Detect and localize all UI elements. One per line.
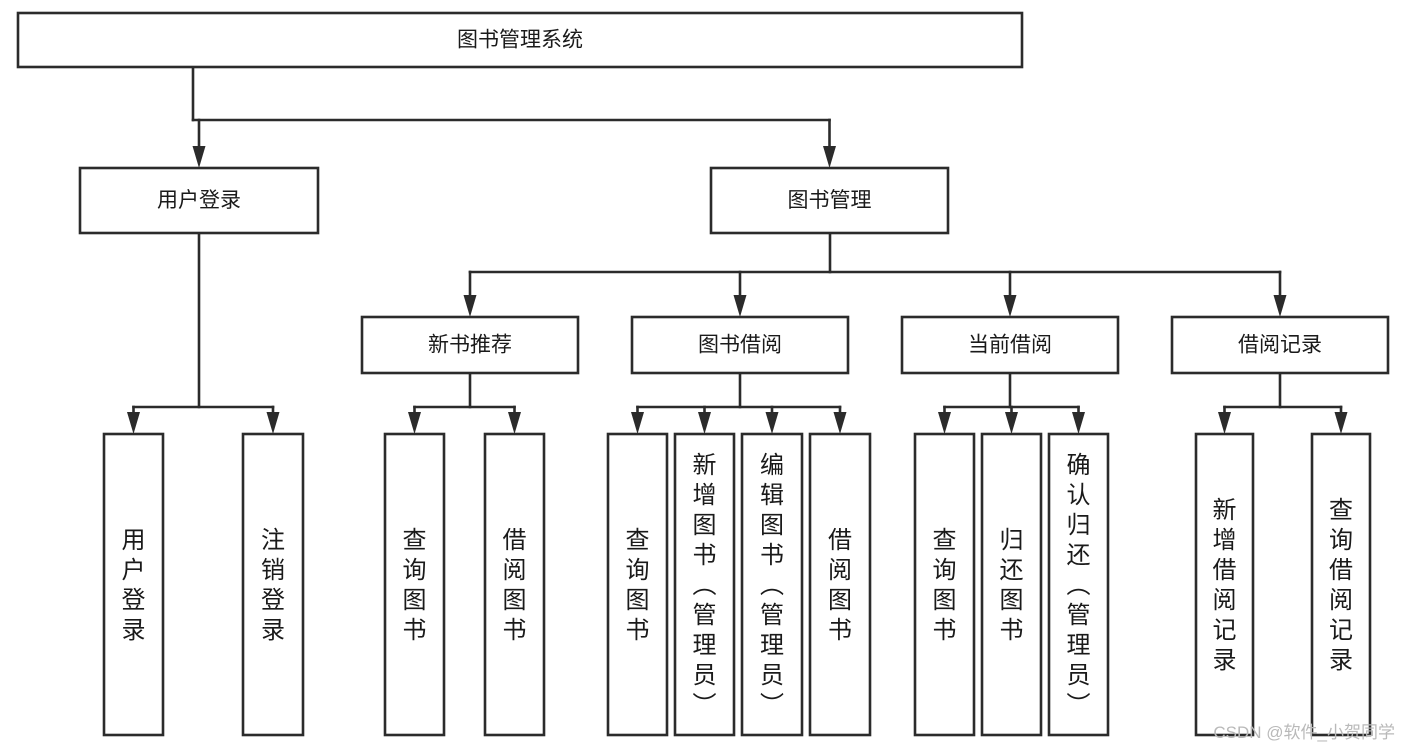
arrow-head-icon	[823, 146, 836, 168]
arrow-head-icon	[833, 412, 847, 434]
node-box[interactable]	[673, 432, 736, 737]
node-n-borrow-record[interactable]: 借阅记录	[1170, 315, 1390, 375]
node-box[interactable]	[1310, 432, 1372, 737]
node-box[interactable]	[483, 432, 546, 737]
node-label: 注销登录	[261, 527, 285, 644]
node-label: 新增图书︵管理员︶	[693, 452, 717, 719]
node-root[interactable]: 图书管理系统	[16, 11, 1024, 69]
node-label: 归还图书	[1000, 527, 1024, 644]
node-n-new-book-rec[interactable]: 新书推荐	[360, 315, 580, 375]
arrow-head-icon	[408, 412, 421, 434]
arrow-head-icon	[508, 412, 521, 434]
node-l-add-record[interactable]: 新增借阅记录	[1194, 432, 1255, 737]
node-label: 当前借阅	[968, 334, 1052, 357]
node-n-book-mgmt[interactable]: 图书管理	[709, 166, 950, 235]
arrow-head-icon	[1005, 412, 1018, 434]
node-l-add-book[interactable]: 新增图书︵管理员︶	[673, 432, 736, 737]
node-box[interactable]	[740, 432, 804, 737]
node-box[interactable]	[709, 166, 950, 235]
node-box[interactable]	[16, 11, 1024, 69]
node-label: 确认归还︵管理员︶	[1067, 452, 1091, 719]
node-l-edit-book[interactable]: 编辑图书︵管理员︶	[740, 432, 804, 737]
node-box[interactable]	[241, 432, 305, 737]
arrow-head-icon	[463, 295, 477, 317]
node-box[interactable]	[1170, 315, 1390, 375]
node-label: 查询图书	[933, 527, 957, 644]
arrow-head-icon	[1334, 412, 1348, 434]
node-l-query-book-2[interactable]: 查询图书	[606, 432, 669, 737]
node-l-confirm-return[interactable]: 确认归还︵管理员︶	[1047, 432, 1110, 737]
node-box[interactable]	[383, 432, 446, 737]
arrow-head-icon	[266, 412, 280, 434]
node-box[interactable]	[1047, 432, 1110, 737]
arrow-head-icon	[1003, 295, 1017, 317]
node-layer: 图书管理系统用户登录图书管理新书推荐图书借阅当前借阅借阅记录用户登录注销登录查询…	[16, 11, 1390, 737]
node-box[interactable]	[630, 315, 850, 375]
node-label: 图书管理	[788, 189, 872, 212]
node-box[interactable]	[980, 432, 1043, 737]
node-label: 编辑图书︵管理员︶	[760, 452, 784, 719]
arrow-head-icon	[938, 412, 951, 434]
node-l-borrow-book-2[interactable]: 借阅图书	[808, 432, 872, 737]
arrow-head-icon	[192, 146, 206, 168]
node-label: 用户登录	[157, 189, 241, 212]
watermark-text: CSDN @软件_小贺同学	[1213, 723, 1395, 742]
arrow-head-icon	[631, 412, 644, 434]
arrow-head-icon	[765, 412, 779, 434]
node-l-borrow-book-1[interactable]: 借阅图书	[483, 432, 546, 737]
node-n-book-borrow[interactable]: 图书借阅	[630, 315, 850, 375]
node-box[interactable]	[1194, 432, 1255, 737]
node-l-query-record[interactable]: 查询借阅记录	[1310, 432, 1372, 737]
node-label: 新增借阅记录	[1213, 497, 1237, 674]
node-box[interactable]	[913, 432, 976, 737]
node-box[interactable]	[606, 432, 669, 737]
node-label: 借阅图书	[828, 527, 852, 644]
arrow-head-icon	[1072, 412, 1085, 434]
node-l-user-login[interactable]: 用户登录	[102, 432, 165, 737]
node-label: 用户登录	[122, 527, 146, 644]
node-box[interactable]	[102, 432, 165, 737]
node-l-query-book-3[interactable]: 查询图书	[913, 432, 976, 737]
node-label: 借阅记录	[1238, 334, 1322, 357]
arrow-head-icon	[127, 412, 140, 434]
node-l-return-book[interactable]: 归还图书	[980, 432, 1043, 737]
node-label: 图书管理系统	[457, 29, 583, 52]
connector-layer	[127, 65, 1348, 434]
node-box[interactable]	[808, 432, 872, 737]
node-box[interactable]	[900, 315, 1120, 375]
node-n-user-login[interactable]: 用户登录	[78, 166, 320, 235]
node-n-current-borrow[interactable]: 当前借阅	[900, 315, 1120, 375]
node-label: 查询图书	[626, 527, 650, 644]
node-label: 借阅图书	[503, 527, 527, 644]
node-box[interactable]	[78, 166, 320, 235]
node-label: 查询图书	[403, 527, 427, 644]
arrow-head-icon	[733, 295, 747, 317]
node-label: 查询借阅记录	[1329, 497, 1353, 674]
node-label: 新书推荐	[428, 334, 512, 357]
arrow-head-icon	[698, 412, 711, 434]
node-box[interactable]	[360, 315, 580, 375]
node-l-query-book-1[interactable]: 查询图书	[383, 432, 446, 737]
node-l-logout[interactable]: 注销登录	[241, 432, 305, 737]
arrow-head-icon	[1273, 295, 1287, 317]
arrow-head-icon	[1218, 412, 1231, 434]
node-label: 图书借阅	[698, 334, 782, 357]
